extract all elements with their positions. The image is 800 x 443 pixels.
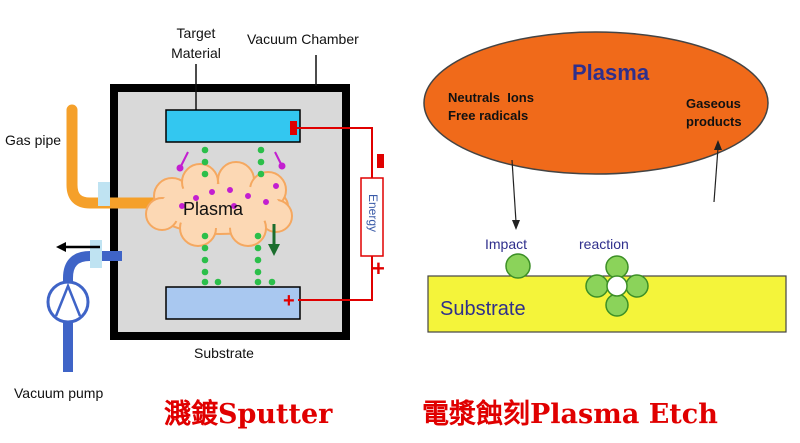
chamber-label: Vacuum Chamber	[247, 31, 359, 47]
free-radicals-label: Free radicals	[448, 108, 529, 123]
reaction-atom	[605, 255, 629, 279]
target-label-line2: Material	[171, 45, 221, 61]
energy-source	[360, 177, 384, 257]
reaction-atom	[625, 274, 649, 298]
neutrals-ions-label: Neutrals Ions	[448, 90, 534, 105]
atom	[201, 268, 209, 276]
pump-label: Vacuum pump	[14, 385, 104, 401]
atom	[257, 170, 265, 178]
target-electrode	[290, 121, 297, 135]
reaction-center	[606, 275, 628, 297]
products-arrowhead	[714, 140, 722, 150]
sputter-substrate-label: Substrate	[194, 345, 254, 361]
plasma-title: Plasma	[572, 60, 650, 85]
ion	[227, 187, 233, 193]
etch-substrate-label: Substrate	[440, 298, 526, 320]
atom	[201, 146, 209, 154]
target-label-line1: Target	[176, 25, 216, 41]
atom	[214, 278, 222, 286]
atom	[254, 268, 262, 276]
reaction-cluster	[585, 255, 649, 317]
ion	[209, 189, 215, 195]
impact-arrowhead	[512, 220, 520, 230]
atom	[201, 244, 209, 252]
ion	[273, 183, 279, 189]
atom	[254, 232, 262, 240]
atom	[254, 256, 262, 264]
ion	[193, 195, 199, 201]
ion	[176, 164, 184, 172]
impact-arrow	[511, 159, 517, 223]
energy-label: Energy	[366, 193, 380, 233]
products-arrow	[713, 147, 719, 203]
ion	[179, 203, 185, 209]
ion	[245, 193, 251, 199]
impact-label: Impact	[485, 236, 528, 252]
sputtered-atoms	[201, 146, 276, 286]
plasma-ellipse	[423, 31, 769, 175]
substrate-plus-sign: +	[283, 290, 295, 312]
atom	[257, 158, 265, 166]
sputter-caption: 濺鍍Sputter	[164, 399, 333, 430]
reaction-atom	[585, 274, 609, 298]
reaction-label: reaction	[579, 236, 629, 252]
atom	[201, 278, 209, 286]
atom	[257, 146, 265, 154]
pump-symbol	[54, 282, 82, 317]
argon-ions	[176, 151, 286, 209]
atom	[201, 232, 209, 240]
ion	[263, 199, 269, 205]
sputter-substrate	[165, 286, 301, 320]
plus-sign: +	[372, 256, 385, 281]
reaction-atom	[605, 293, 629, 317]
atom	[254, 278, 262, 286]
pump-flow-arrowhead	[56, 242, 66, 252]
atom	[201, 158, 209, 166]
pump-pipe-flange	[90, 240, 102, 268]
ion	[278, 162, 286, 170]
plasma-label: Plasma	[183, 199, 244, 219]
gaseous-label-line2: products	[686, 114, 742, 129]
target-material	[165, 109, 301, 143]
etch-caption: 電漿蝕刻Plasma Etch	[422, 399, 718, 430]
atom	[254, 244, 262, 252]
minus-terminal	[377, 154, 384, 168]
gaseous-label-line1: Gaseous	[686, 96, 741, 111]
impact-molecule	[505, 253, 531, 279]
gas-pipe-label: Gas pipe	[5, 132, 62, 148]
atom	[201, 170, 209, 178]
pump-pipe	[63, 251, 122, 372]
atom	[201, 256, 209, 264]
gas-pipe-flange	[98, 182, 110, 206]
ion	[231, 203, 237, 209]
atom	[268, 278, 276, 286]
deposition-arrowhead	[268, 244, 280, 256]
gas-pipe	[66, 104, 166, 209]
